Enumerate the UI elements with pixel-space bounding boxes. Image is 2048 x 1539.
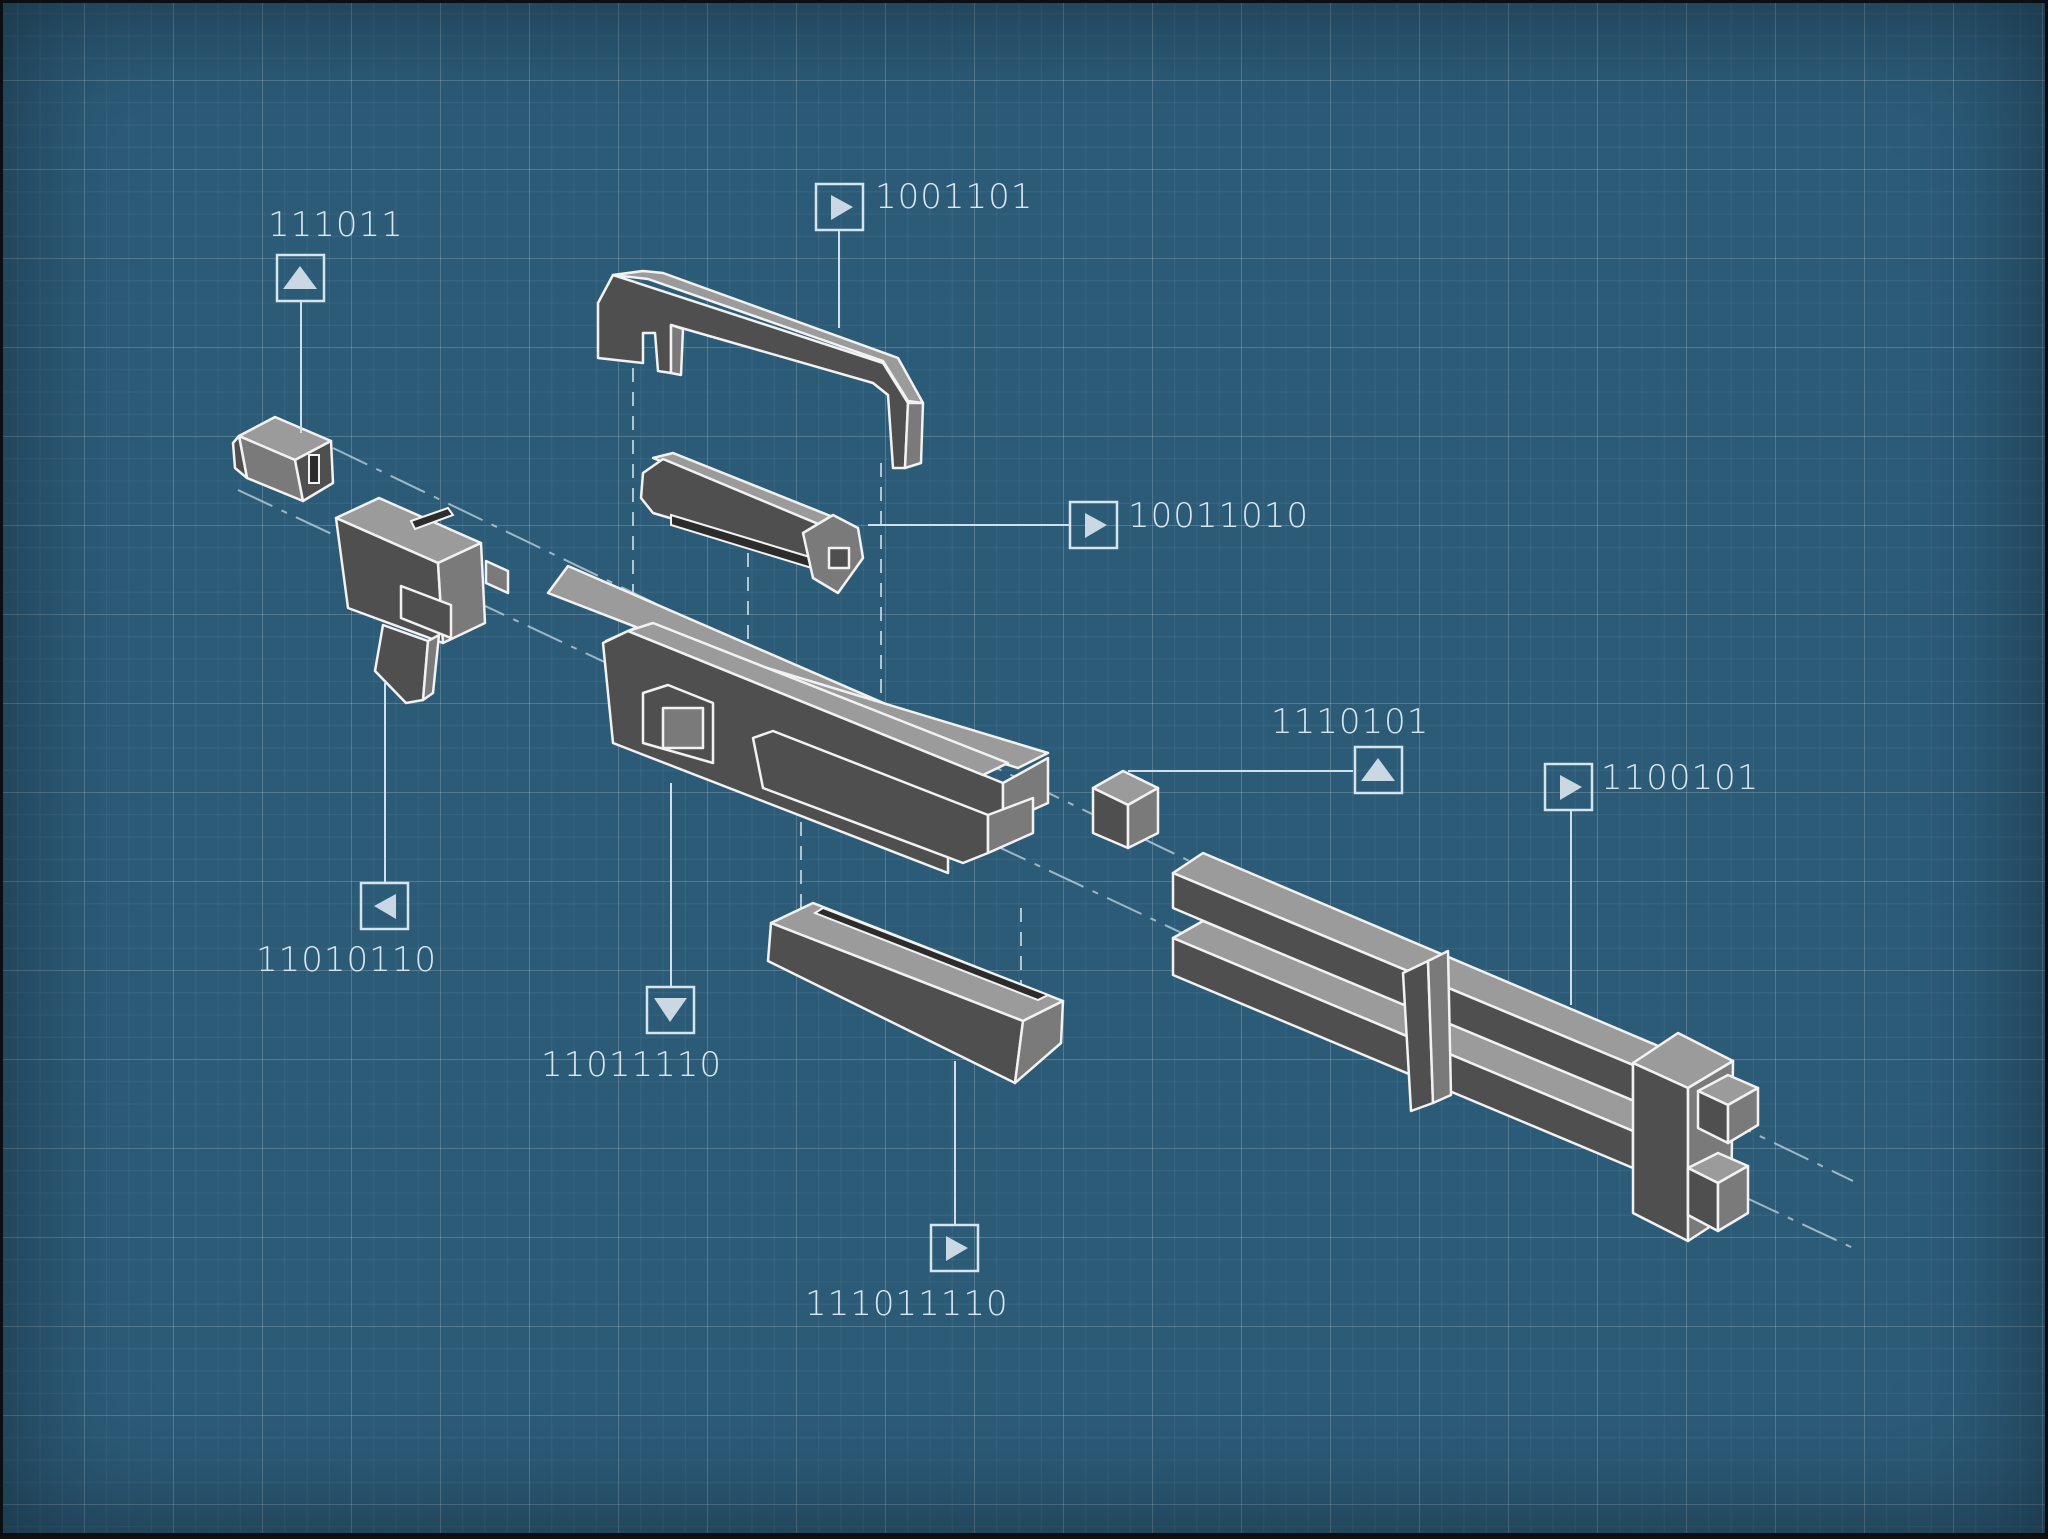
part-small-cube xyxy=(1091,769,1160,850)
part-receiver xyxy=(546,564,1050,875)
right-triangle-icon xyxy=(946,1236,968,1261)
part-label: 10011010 xyxy=(1128,496,1309,536)
marker-box xyxy=(359,881,410,931)
marker-box xyxy=(1353,745,1404,795)
part-label: 111011110 xyxy=(805,1284,1009,1324)
part-hex-pin xyxy=(639,451,865,595)
marker-box xyxy=(275,253,326,303)
callout-111011: 111011 xyxy=(268,205,404,303)
marker-box xyxy=(1543,762,1594,812)
callout-11010110: 11010110 xyxy=(256,881,437,980)
up-triangle-icon xyxy=(1361,758,1395,781)
exploded-assembly-diagram: 111011 1001101 10011010 1110101 1100101 … xyxy=(231,177,1854,1324)
callout-10011010: 10011010 xyxy=(1068,496,1309,550)
part-barrel-assembly xyxy=(1171,851,1760,1243)
part-label: 11010110 xyxy=(256,940,437,980)
part-label: 11011110 xyxy=(541,1045,722,1085)
up-triangle-icon xyxy=(283,266,317,289)
part-label: 1001101 xyxy=(875,177,1033,217)
projection-lines xyxy=(632,368,1022,988)
down-triangle-icon xyxy=(654,998,687,1022)
marker-box xyxy=(645,985,696,1035)
marker-box xyxy=(1068,500,1119,550)
left-triangle-icon xyxy=(374,894,396,919)
part-lower-rail xyxy=(766,901,1065,1085)
callout-11011110: 11011110 xyxy=(541,985,722,1085)
part-grip-housing xyxy=(334,496,510,705)
leader-lines xyxy=(300,231,1572,1225)
right-triangle-icon xyxy=(1560,775,1582,800)
callout-1001101: 1001101 xyxy=(814,177,1033,232)
right-triangle-icon xyxy=(1085,513,1107,538)
callout-111011110: 111011110 xyxy=(805,1223,1009,1324)
right-triangle-icon xyxy=(831,195,853,220)
callout-1100101: 1100101 xyxy=(1543,758,1759,812)
part-carry-handle xyxy=(596,269,925,470)
part-cap-block xyxy=(231,415,335,503)
part-label: 1110101 xyxy=(1271,702,1429,742)
marker-box xyxy=(814,182,865,232)
part-label: 111011 xyxy=(268,205,404,245)
callout-1110101: 1110101 xyxy=(1271,702,1429,795)
part-label: 1100101 xyxy=(1601,758,1759,798)
marker-box xyxy=(929,1223,980,1273)
